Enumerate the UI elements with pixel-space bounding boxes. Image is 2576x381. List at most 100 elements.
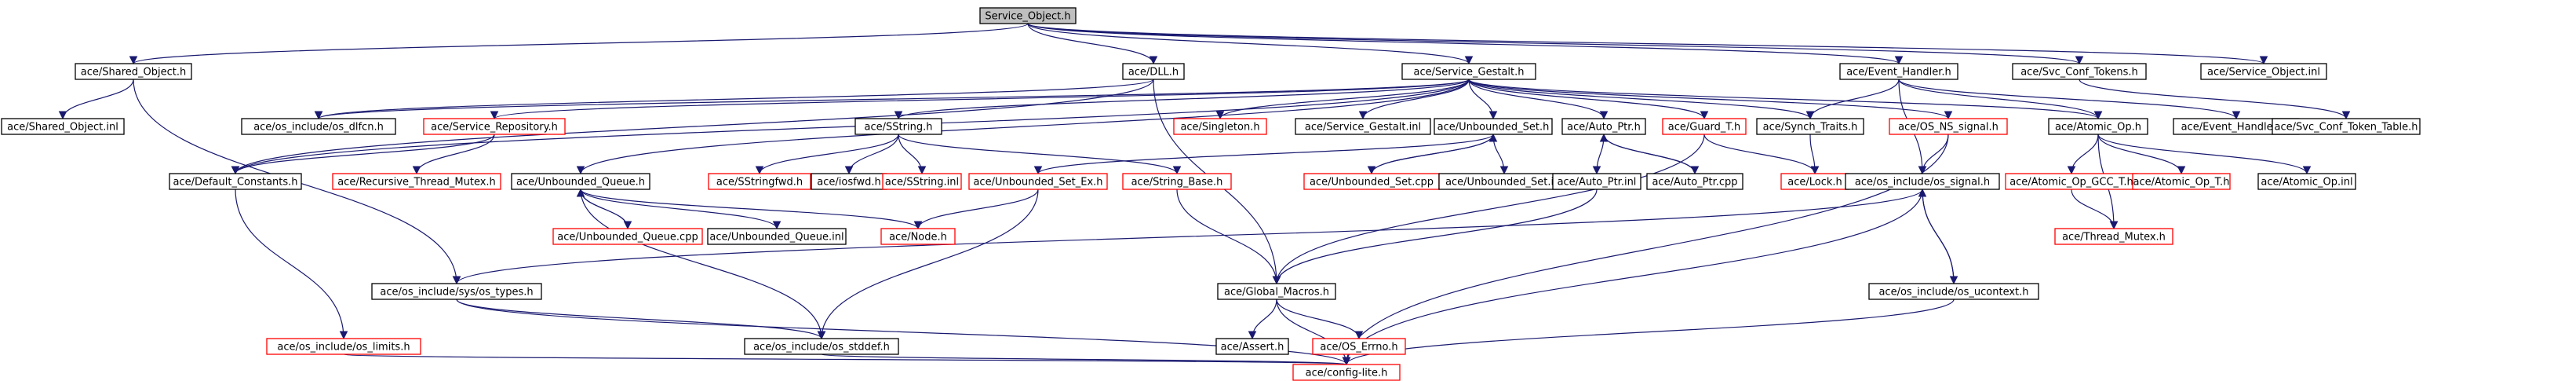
- edge-service_gestalt_h-to-service_repository_h: [490, 79, 1470, 120]
- node-config_lite_h[interactable]: ace/config-lite.h: [1292, 364, 1401, 381]
- node-label: ace/SString.inl: [885, 177, 959, 189]
- node-box: [1552, 173, 1641, 190]
- edge-sstring_h-to-sstringfwd_h: [755, 134, 899, 175]
- node-label: ace/Unbounded_Queue.h: [516, 177, 645, 189]
- node-os_stddef_h[interactable]: ace/os_include/os_stddef.h: [744, 338, 899, 355]
- node-os_ucontext_h[interactable]: ace/os_include/os_ucontext.h: [1868, 283, 2039, 300]
- node-auto_ptr_h[interactable]: ace/Auto_Ptr.h: [1561, 118, 1646, 135]
- node-atomic_op_gcc_t_h[interactable]: ace/Atomic_Op_GCC_T.h: [2005, 173, 2138, 190]
- node-box: [332, 173, 501, 190]
- node-box: [2012, 63, 2147, 80]
- edge-atomic_op_h-to-atomic_op_t_h: [2097, 134, 2186, 175]
- edge-auto_ptr_inl-to-global_macros_h: [1272, 189, 1598, 285]
- node-node_h[interactable]: ace/Node.h: [880, 228, 956, 245]
- node-service_repository_h[interactable]: ace/Service_Repository.h: [423, 118, 566, 135]
- node-iosfwd_h[interactable]: ace/iosfwd.h: [811, 173, 887, 190]
- node-shared_object_h[interactable]: ace/Shared_Object.h: [75, 63, 192, 80]
- node-label: ace/SString.h: [865, 122, 933, 134]
- node-os_ns_signal_h[interactable]: ace/OS_NS_signal.h: [1889, 118, 2008, 135]
- node-recursive_thread_mutex_h[interactable]: ace/Recursive_Thread_Mutex.h: [332, 173, 501, 190]
- edge-unbounded_set_cpp-to-unbounded_set_h: [1371, 133, 1498, 174]
- node-label: ace/os_include/os_stddef.h: [753, 342, 890, 354]
- node-sstringfwd_h[interactable]: ace/SStringfwd.h: [708, 173, 811, 190]
- node-event_handler_h[interactable]: ace/Event_Handler.h: [1839, 63, 1958, 80]
- edge-dll_h-to-default_constants_h: [231, 79, 1154, 175]
- edge-service_gestalt_h-to-auto_ptr_h: [1468, 79, 1609, 120]
- node-label: ace/Auto_Ptr.cpp: [1652, 177, 1737, 189]
- node-label: ace/Svc_Conf_Tokens.h: [2020, 67, 2138, 79]
- node-dll_h[interactable]: ace/DLL.h: [1122, 63, 1185, 80]
- node-event_handler_inl[interactable]: ace/Event_Handler.inl: [2173, 118, 2300, 135]
- node-label: ace/String_Base.h: [1131, 177, 1223, 189]
- node-label: ace/Default_Constants.h: [173, 177, 297, 189]
- node-assert_h[interactable]: ace/Assert.h: [1215, 338, 1289, 355]
- node-unbounded_set_h[interactable]: ace/Unbounded_Set.h: [1434, 118, 1553, 135]
- node-box: [1, 118, 125, 135]
- node-os_signal_h[interactable]: ace/os_include/os_signal.h: [1845, 173, 2000, 190]
- node-sstring_h[interactable]: ace/SString.h: [854, 118, 942, 135]
- node-box: [1561, 118, 1646, 135]
- edge-unbounded_queue_h-to-node_h: [580, 189, 923, 230]
- node-label: ace/Atomic_Op_GCC_T.h: [2009, 177, 2133, 189]
- node-box: [1662, 118, 1747, 135]
- node-box: [744, 338, 899, 355]
- edge-service_repository_h-to-recursive_thread_mutex_h: [412, 134, 495, 175]
- edge-sys_types_h-to-config_lite_h: [456, 299, 1351, 366]
- node-service_object_inl[interactable]: ace/Service_Object.inl: [2200, 63, 2327, 80]
- node-atomic_op_t_h[interactable]: ace/Atomic_Op_T.h: [2132, 173, 2231, 190]
- node-box: [1646, 173, 1743, 190]
- node-thread_mutex_h[interactable]: ace/Thread_Mutex.h: [2054, 228, 2173, 245]
- node-os_errno_h[interactable]: ace/OS_Errno.h: [1312, 338, 1406, 355]
- node-label: ace/Unbounded_Set.cpp: [1310, 177, 1434, 189]
- node-atomic_op_inl[interactable]: ace/Atomic_Op.inl: [2257, 173, 2356, 190]
- edge-os_limits_h-to-config_lite_h: [343, 354, 1350, 366]
- node-os_limits_h[interactable]: ace/os_include/os_limits.h: [266, 338, 421, 355]
- node-os_dlfcn_h[interactable]: ace/os_include/os_dlfcn.h: [241, 118, 396, 135]
- node-sys_types_h[interactable]: ace/os_include/sys/os_types.h: [371, 283, 542, 300]
- edge-service_object_h-to-dll_h: [1027, 23, 1158, 65]
- edge-service_object_h-to-svc_conf_tokens_h: [1027, 23, 2083, 65]
- node-unbounded_set_cpp[interactable]: ace/Unbounded_Set.cpp: [1303, 173, 1440, 190]
- node-label: ace/Atomic_Op.h: [2055, 122, 2141, 134]
- node-svc_conf_token_table_h[interactable]: ace/Svc_Conf_Token_Table.h: [2272, 118, 2421, 135]
- node-singleton_h[interactable]: ace/Singleton.h: [1173, 118, 1267, 135]
- node-sstring_inl[interactable]: ace/SString.inl: [882, 173, 962, 190]
- edge-service_gestalt_h-to-sstring_h: [894, 79, 1470, 120]
- node-synch_traits_h[interactable]: ace/Synch_Traits.h: [1756, 118, 1864, 135]
- node-auto_ptr_cpp[interactable]: ace/Auto_Ptr.cpp: [1646, 173, 1743, 190]
- node-global_macros_h[interactable]: ace/Global_Macros.h: [1217, 283, 1336, 300]
- node-guard_t_h[interactable]: ace/Guard_T.h: [1662, 118, 1747, 135]
- node-auto_ptr_inl[interactable]: ace/Auto_Ptr.inl: [1552, 173, 1641, 190]
- edge-service_gestalt_h-to-unbounded_set_h: [1468, 79, 1498, 120]
- edge-service_gestalt_h-to-os_dlfcn_h: [315, 79, 1470, 120]
- node-svc_conf_tokens_h[interactable]: ace/Svc_Conf_Tokens.h: [2012, 63, 2147, 80]
- node-box: [2257, 173, 2356, 190]
- node-box: [241, 118, 396, 135]
- node-default_constants_h[interactable]: ace/Default_Constants.h: [169, 173, 302, 190]
- node-service_gestalt_h[interactable]: ace/Service_Gestalt.h: [1401, 63, 1536, 80]
- node-box: [1868, 283, 2039, 300]
- node-service_gestalt_inl[interactable]: ace/Service_Gestalt.inl: [1295, 118, 1431, 135]
- node-unbounded_set_inl[interactable]: ace/Unbounded_Set.inl: [1438, 173, 1570, 190]
- node-box: [2272, 118, 2421, 135]
- node-string_base_h[interactable]: ace/String_Base.h: [1122, 173, 1232, 190]
- node-unbounded_queue_inl[interactable]: ace/Unbounded_Queue.inl: [707, 228, 847, 245]
- node-unbounded_queue_h[interactable]: ace/Unbounded_Queue.h: [511, 173, 650, 190]
- node-lock_h[interactable]: ace/Lock.h: [1780, 173, 1849, 190]
- edge-global_macros_h-to-os_errno_h: [1276, 299, 1364, 340]
- nodes-layer: Service_Object.h ace/Shared_Object.h ace/D…: [1, 7, 2421, 381]
- node-label: ace/Svc_Conf_Token_Table.h: [2275, 122, 2418, 134]
- node-unbounded_queue_cpp[interactable]: ace/Unbounded_Queue.cpp: [552, 228, 703, 245]
- edge-event_handler_h-to-event_handler_inl: [1898, 79, 2241, 120]
- edge-atomic_op_gcc_t_h-to-thread_mutex_h: [2071, 189, 2119, 230]
- node-label: ace/Unbounded_Queue.cpp: [557, 232, 698, 244]
- node-unbounded_set_ex_h[interactable]: ace/Unbounded_Set_Ex.h: [968, 173, 1108, 190]
- node-service_object_h[interactable]: Service_Object.h: [979, 7, 1077, 24]
- edge-guard_t_h-to-lock_h: [1703, 134, 1820, 175]
- node-atomic_op_h[interactable]: ace/Atomic_Op.h: [2048, 118, 2148, 135]
- edge-os_ucontext_h-to-os_signal_h: [1918, 188, 1955, 284]
- edge-os_ns_signal_h-to-os_signal_h: [1918, 134, 1949, 175]
- edge-service_gestalt_h-to-guard_t_h: [1468, 79, 1709, 120]
- node-box: [1312, 338, 1406, 355]
- node-shared_object_inl[interactable]: ace/Shared_Object.inl: [1, 118, 125, 135]
